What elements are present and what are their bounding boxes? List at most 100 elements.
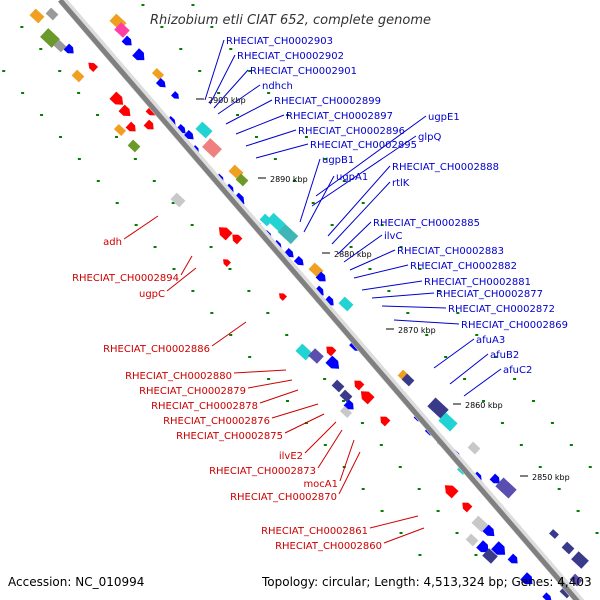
marker-dot-track-outer-right xyxy=(550,422,554,424)
marker-dot-track-left xyxy=(114,136,118,138)
gene-forward xyxy=(63,43,74,54)
gene-misc-navy xyxy=(561,541,575,555)
gene-label-forward: RHECIAT_CH0002901 xyxy=(250,66,357,77)
gene-arrow xyxy=(465,533,479,547)
gene-arrow xyxy=(438,412,458,432)
gene-label-forward: ugpB1 xyxy=(322,155,354,166)
leader-line-reverse xyxy=(271,403,319,419)
marker-dot-track-outer-right xyxy=(399,246,403,248)
marker-dot-track-right xyxy=(557,488,561,490)
gene-arrow xyxy=(218,227,233,241)
gene-forward xyxy=(491,541,506,555)
gene-reverse xyxy=(143,119,154,130)
leader-line-forward xyxy=(449,353,489,385)
gene-forward xyxy=(476,540,489,553)
tick-label: 2850 kbp xyxy=(532,473,570,482)
marker-dot-track-right xyxy=(160,26,164,28)
gene-arrow xyxy=(53,39,67,53)
gene-arrow xyxy=(326,346,337,357)
marker-dot-track-left xyxy=(266,312,270,314)
leader-line-forward xyxy=(393,319,460,325)
leader-line-forward xyxy=(255,143,309,159)
marker-dot-track-outer-right xyxy=(475,334,479,336)
leader-line-reverse xyxy=(123,215,159,240)
gene-arrow xyxy=(380,416,391,427)
marker-dot-track-outer-right xyxy=(267,92,271,94)
gene-arrow xyxy=(315,271,326,282)
gene-arrow xyxy=(331,379,345,393)
marker-dot-track-outer-left xyxy=(96,180,100,182)
gene-label-forward: afuB2 xyxy=(490,350,519,361)
leader-line-reverse xyxy=(166,267,197,292)
gene-misc-gray xyxy=(467,441,481,455)
gene-arrow xyxy=(63,43,74,54)
gene-forward xyxy=(520,572,533,585)
marker-dot-track-outer-left xyxy=(399,532,403,534)
leader-line-forward xyxy=(299,158,321,223)
gene-label-forward: rtlK xyxy=(392,178,410,189)
gene-label-reverse: RHECIAT_CH0002861 xyxy=(261,526,368,537)
gene-label-reverse: RHECIAT_CH0002878 xyxy=(151,401,258,412)
gene-misc-teal xyxy=(277,223,299,245)
marker-dot-track-left xyxy=(417,488,421,490)
gene-arrow xyxy=(325,355,340,369)
gene-misc-navy xyxy=(482,548,498,564)
gene-arrow xyxy=(235,173,249,187)
gene-forward xyxy=(315,271,326,282)
gene-arrow xyxy=(266,212,286,232)
gene-label-reverse: RHECIAT_CH0002876 xyxy=(163,416,270,427)
gene-misc-gray xyxy=(53,39,67,53)
gene-reverse xyxy=(218,227,233,241)
gene-forward xyxy=(183,130,194,140)
marker-dot-track-outer-left xyxy=(380,510,384,512)
marker-dot-track-left xyxy=(171,202,175,204)
gene-reverse xyxy=(223,259,231,267)
tick-label: 2900 kbp xyxy=(208,96,246,105)
gene-label-forward: RHECIAT_CH0002897 xyxy=(286,111,393,122)
gene-arrow xyxy=(183,130,194,140)
tick-label: 2880 kbp xyxy=(334,250,372,259)
gene-reverse xyxy=(232,234,243,245)
gene-misc-orange xyxy=(151,68,165,80)
marker-dot-track-left xyxy=(436,510,440,512)
marker-dot-track-outer-right xyxy=(418,268,422,270)
marker-dot-track-left xyxy=(20,26,24,28)
leader-line-forward xyxy=(235,114,285,135)
gene-arrow xyxy=(170,192,186,208)
gene-forward xyxy=(482,524,495,537)
gene-label-reverse: RHECIAT_CH0002870 xyxy=(230,492,337,503)
gene-reverse xyxy=(125,121,136,132)
gene-arrow xyxy=(482,548,498,564)
gene-arrow xyxy=(29,8,45,24)
marker-dot-track-right xyxy=(311,202,315,204)
marker-dot-track-outer-left xyxy=(115,202,119,204)
leader-line-forward xyxy=(331,181,391,245)
gene-arrow xyxy=(143,119,154,130)
gene-reverse xyxy=(326,346,337,357)
gene-label-forward: RHECIAT_CH0002888 xyxy=(392,162,499,173)
gene-forward xyxy=(171,91,179,99)
marker-dot-track-right xyxy=(254,136,258,138)
gene-label-forward: RHECIAT_CH0002882 xyxy=(410,261,517,272)
marker-dot-track-right xyxy=(198,70,202,72)
gene-misc-gray xyxy=(170,192,186,208)
gene-arrow xyxy=(343,399,354,410)
gene-misc-purple xyxy=(308,348,324,364)
marker-dot-track-outer-right xyxy=(569,444,573,446)
gene-arrow xyxy=(569,573,583,587)
map-title: Rhizobium etli CIAT 652, complete genome xyxy=(150,13,431,28)
leader-line-forward xyxy=(311,135,417,207)
gene-label-forward: ilvC xyxy=(384,231,402,242)
gene-misc-gray xyxy=(465,533,479,547)
marker-dot-track-left xyxy=(285,334,289,336)
gene-reverse xyxy=(380,416,391,427)
topology-text: Topology: circular; Length: 4,513,324 bp… xyxy=(261,575,592,589)
gene-reverse xyxy=(88,62,99,72)
marker-dot-track-outer-right xyxy=(494,356,498,358)
gene-label-forward: RHECIAT_CH0002872 xyxy=(448,304,555,315)
gene-arrow xyxy=(542,592,552,600)
gene-reverse xyxy=(444,485,459,499)
gene-arrow xyxy=(427,397,449,419)
gene-arrow xyxy=(45,7,59,21)
